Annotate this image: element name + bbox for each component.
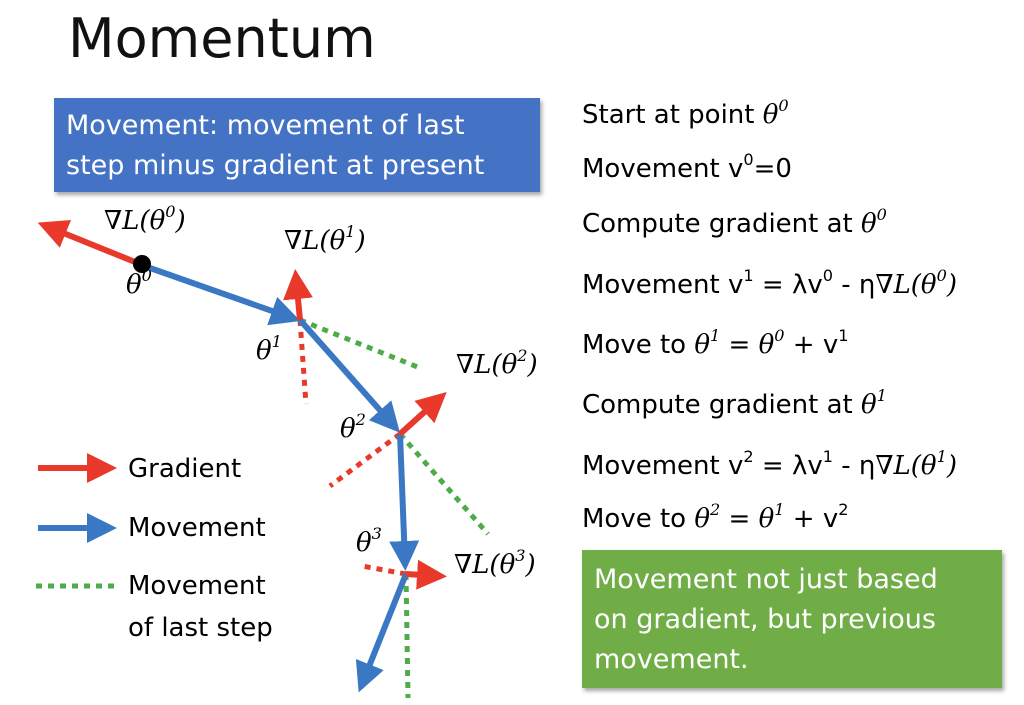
legend-last-step-label-1: Movement: [128, 571, 266, 601]
gradient-arrow-3: [405, 559, 447, 590]
gradient-arrow-1: [283, 269, 313, 321]
movement-arrow-4: [355, 572, 409, 693]
summary-line-3: movement.: [594, 644, 749, 675]
definition-line-2: step minus gradient at present: [66, 150, 485, 181]
legend-gradient-label: Gradient: [128, 454, 242, 484]
summary-box: Movement not just based on gradient, but…: [582, 550, 1002, 688]
step-move-theta1: Move to θ1 = θ0 + v1: [582, 325, 849, 360]
label-grad-theta1: ∇L(θ1): [284, 221, 366, 256]
start-point: [133, 255, 151, 273]
slide-title: Momentum: [68, 7, 376, 70]
label-grad-theta2: ∇L(θ2): [456, 345, 538, 380]
movement-arrow-3: [389, 433, 420, 571]
label-theta1: θ1: [256, 331, 282, 366]
step-move-theta2: Move to θ2 = θ1 + v2: [582, 499, 849, 534]
summary-line-2: on gradient, but previous: [594, 604, 936, 635]
movement-arrow-1: [149, 265, 301, 326]
label-theta3: θ3: [356, 523, 382, 558]
definition-box: Movement: movement of last step minus gr…: [54, 98, 540, 192]
last-step-line-2: [398, 432, 490, 536]
definition-line-1: Movement: movement of last: [66, 110, 465, 141]
label-theta0: θ0: [126, 265, 152, 300]
neg-gradient-line-2: [328, 431, 402, 489]
label-theta2: θ2: [340, 409, 366, 444]
legend-movement-label: Movement: [128, 513, 266, 543]
step-gradient-theta0: Compute gradient at θ0: [582, 204, 887, 239]
neg-gradient-line-3: [361, 563, 407, 577]
neg-gradient-line-1: [297, 319, 309, 405]
step-movement-v2: Movement v2 = λv1 - η∇L(θ1): [582, 446, 957, 481]
last-step-line-3: [403, 573, 411, 699]
last-step-line-1: [299, 317, 421, 371]
step-start: Start at point θ0: [582, 95, 789, 130]
gradient-arrow-2: [397, 391, 447, 437]
summary-line-1: Movement not just based: [594, 564, 938, 595]
step-gradient-theta1: Compute gradient at θ1: [582, 385, 887, 420]
label-grad-theta0: ∇L(θ0): [104, 201, 186, 236]
legend-last-step-label-2: of last step: [128, 613, 273, 643]
movement-arrow-2: [297, 318, 400, 433]
label-grad-theta3: ∇L(θ3): [454, 545, 536, 580]
gradient-arrow-0: [37, 219, 142, 267]
step-movement-v1: Movement v1 = λv0 - η∇L(θ0): [582, 265, 957, 300]
step-movement-v0: Movement v0=0: [582, 149, 792, 184]
